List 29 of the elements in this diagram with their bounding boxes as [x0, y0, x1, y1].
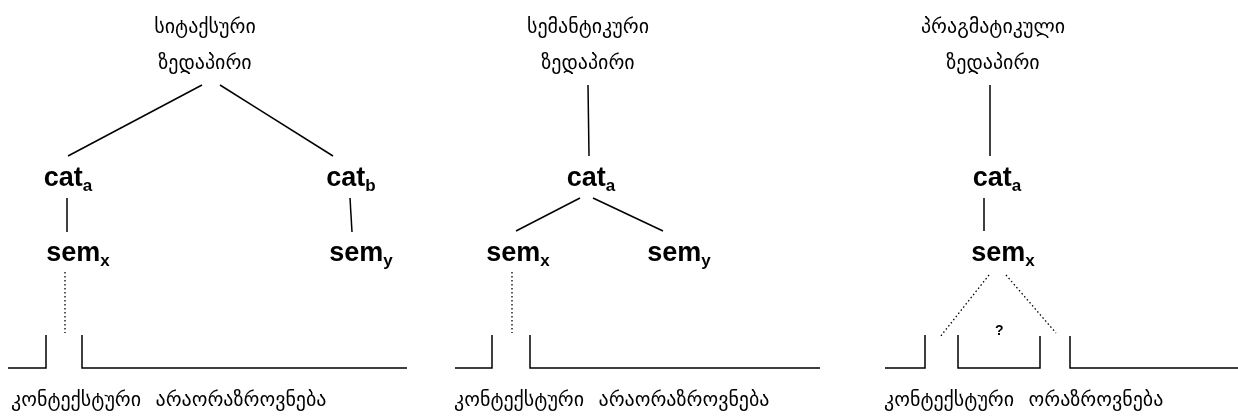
caption-text: კონტექსტური არაორაზროვნება [11, 386, 327, 412]
tree-node-label: sem$_{y}$ [647, 237, 711, 267]
tree-branch [592, 197, 664, 232]
dotted-link [939, 274, 990, 338]
tree-node-label: sem$_{x}$ [486, 237, 550, 267]
tree-node-label: cat$_{b}$ [326, 162, 376, 192]
tree-node-label: cat$_{a}$ [566, 162, 616, 192]
level-heading: პრაგმატიკული ზედაპირი [920, 8, 1066, 80]
level-heading: სემანტიკური ზედაპირი [527, 8, 649, 80]
tree-branch [66, 197, 68, 233]
tree-branch [983, 197, 985, 232]
tree-branch [989, 84, 991, 157]
question-mark: ? [995, 322, 1004, 338]
dotted-link [1005, 274, 1057, 334]
tree-node-label: cat$_{a}$ [43, 162, 93, 192]
caption-text: კონტექსტური ორაზროვნება [884, 386, 1164, 412]
tree-branch [515, 197, 581, 232]
tree-branch [219, 84, 334, 157]
caption-text: კონტექსტური არაორაზროვნება [454, 386, 770, 412]
tree-branch [349, 197, 353, 233]
tree-node-label: sem$_{x}$ [46, 237, 110, 267]
tree-branch [67, 84, 203, 157]
tree-branch [587, 84, 590, 157]
dotted-link [511, 271, 513, 334]
tree-node-label: cat$_{a}$ [972, 162, 1022, 192]
dotted-link [64, 271, 66, 334]
level-heading: სიტაქსური ზედაპირი [154, 8, 256, 80]
tree-node-label: sem$_{x}$ [971, 237, 1035, 267]
tree-node-label: sem$_{y}$ [329, 237, 393, 267]
